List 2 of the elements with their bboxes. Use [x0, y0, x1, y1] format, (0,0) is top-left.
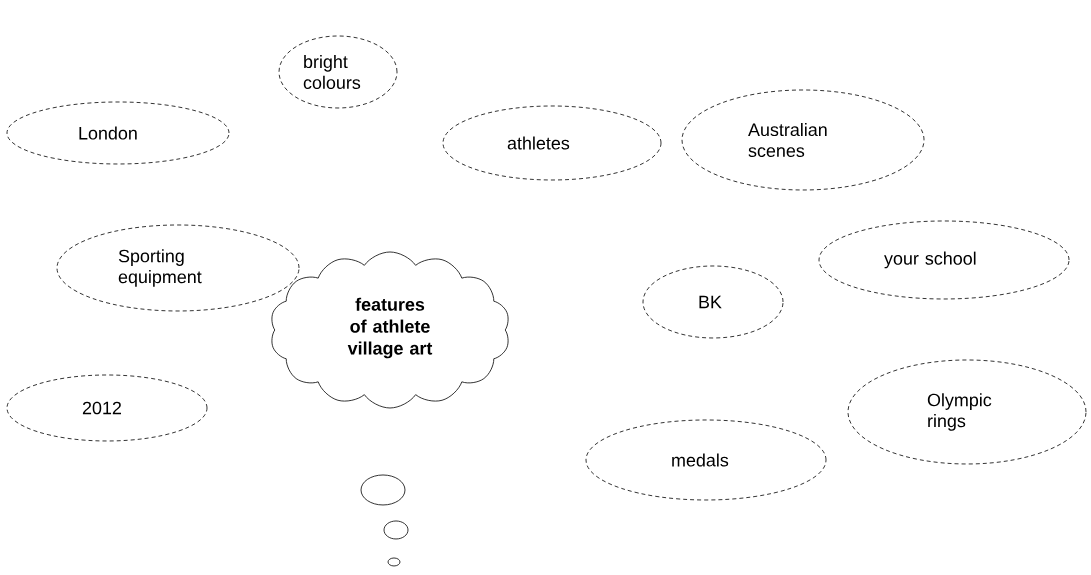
thought-cloud [271, 251, 509, 409]
cloud-text: features of athlete village art [347, 297, 433, 359]
